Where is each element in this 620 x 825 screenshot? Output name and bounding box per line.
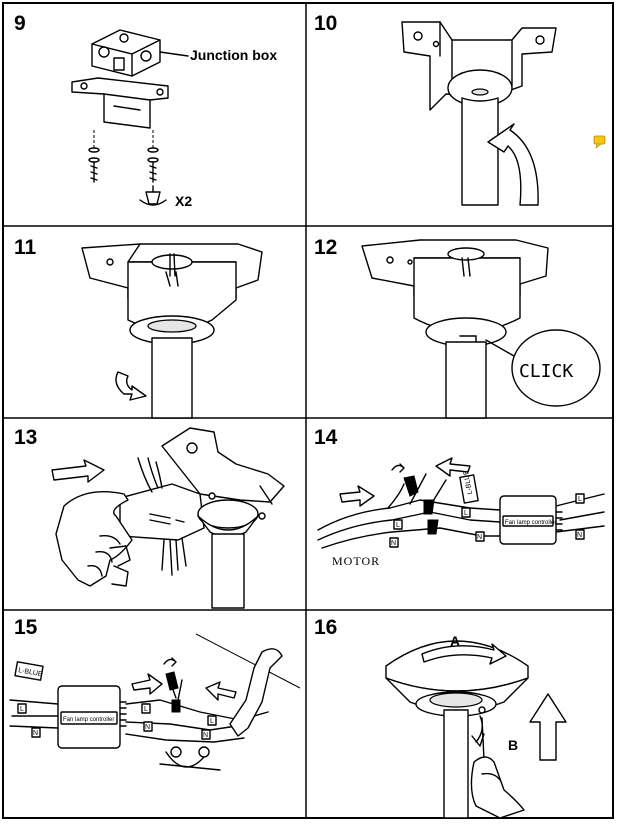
wire-tag-label: L-BLUE bbox=[463, 469, 474, 495]
push-arrow bbox=[51, 459, 105, 483]
wire-connectors bbox=[165, 671, 181, 713]
click-label: CLICK bbox=[519, 361, 573, 382]
downrod bbox=[445, 341, 487, 419]
n-tag-3 bbox=[201, 729, 211, 740]
controller-label: Fan lamp controller bbox=[63, 717, 114, 723]
n-tag-label: N bbox=[477, 534, 482, 541]
wire-bundle bbox=[317, 473, 605, 549]
downrod-ball bbox=[129, 315, 215, 345]
push-arrow bbox=[435, 457, 471, 477]
rotation-arrow bbox=[487, 123, 539, 206]
panel-12: 12 CLICK bbox=[314, 236, 601, 419]
l-tag-label: L bbox=[578, 496, 582, 503]
wire-tag-label: L-BLUE bbox=[18, 667, 44, 678]
wire-nut bbox=[139, 185, 167, 206]
canopy-housing bbox=[127, 253, 237, 331]
push-arrow bbox=[131, 673, 163, 695]
step-number-12: 12 bbox=[314, 236, 337, 259]
junction-box bbox=[91, 29, 189, 77]
n-tag-label: N bbox=[33, 730, 38, 737]
rotation-arrow-a bbox=[421, 643, 507, 665]
mounting-bracket bbox=[71, 77, 169, 129]
controller-label: Fan lamp controller bbox=[505, 520, 556, 526]
l-tag-label: L bbox=[210, 718, 214, 725]
l-tag-label: L bbox=[396, 522, 400, 529]
n-tag-2 bbox=[143, 721, 153, 732]
ceiling-bracket bbox=[401, 21, 557, 111]
downrod bbox=[151, 337, 193, 419]
panel-11: 11 bbox=[14, 236, 263, 419]
rotation-arrow bbox=[391, 463, 405, 473]
ground-bracket bbox=[159, 746, 221, 771]
l-tag-1 bbox=[393, 519, 403, 530]
motor-label: MOTOR bbox=[332, 554, 380, 568]
l-tag-label: L bbox=[20, 706, 24, 713]
hanger-hook bbox=[229, 648, 283, 737]
downrod bbox=[211, 533, 245, 609]
downrod-ball bbox=[425, 317, 507, 349]
n-tag-1 bbox=[31, 727, 41, 738]
click-callout bbox=[485, 329, 601, 407]
l-tag-3 bbox=[575, 493, 585, 504]
rotation-arrow bbox=[115, 371, 147, 401]
l-tag-2 bbox=[141, 703, 151, 714]
step-number-14: 14 bbox=[314, 426, 338, 449]
step-number-16: 16 bbox=[314, 616, 337, 639]
motor-housing bbox=[119, 483, 205, 541]
panel-grid bbox=[2, 2, 614, 819]
step-number-15: 15 bbox=[14, 616, 38, 639]
panel-9: 9 Junction box bbox=[14, 12, 277, 209]
downrod-ball bbox=[197, 499, 259, 538]
panel-15: 15 Fan lamp controller bbox=[9, 616, 301, 771]
l-tag-label: L bbox=[464, 510, 468, 517]
wire-connectors bbox=[403, 475, 439, 535]
n-tag-1 bbox=[389, 537, 399, 548]
fan-lamp-controller bbox=[57, 685, 127, 749]
junction-box-label: Junction box bbox=[190, 47, 277, 63]
n-tag-label: N bbox=[577, 532, 582, 539]
fan-wires bbox=[137, 457, 187, 576]
n-tag-label: N bbox=[145, 724, 150, 731]
l-tag-label: L bbox=[144, 706, 148, 713]
panel-14: 14 Fan lamp controller bbox=[314, 426, 605, 568]
wire-tag bbox=[459, 474, 479, 504]
step-number-13: 13 bbox=[14, 426, 37, 449]
mounting-screws bbox=[88, 130, 159, 183]
wire-tag bbox=[14, 661, 44, 681]
l-tag-1 bbox=[17, 703, 27, 714]
n-tag-label: N bbox=[391, 540, 396, 547]
hanger-bracket bbox=[161, 427, 285, 520]
n-tag-2 bbox=[475, 531, 485, 542]
step-number-10: 10 bbox=[314, 12, 337, 35]
fan-lamp-controller bbox=[499, 495, 563, 545]
downrod bbox=[443, 709, 469, 819]
l-tag-2 bbox=[461, 507, 471, 518]
quantity-label: X2 bbox=[175, 193, 192, 209]
push-arrow bbox=[339, 485, 375, 507]
ceiling-line bbox=[195, 633, 301, 689]
downrod-ball bbox=[447, 69, 513, 107]
l-tag-3 bbox=[207, 715, 217, 726]
rotation-arrow bbox=[163, 657, 177, 667]
push-up-arrow bbox=[529, 693, 567, 761]
label-a: A bbox=[450, 633, 460, 649]
n-tag-label: N bbox=[203, 732, 208, 739]
screwdriver-hand bbox=[470, 717, 525, 819]
note-icon[interactable] bbox=[593, 135, 606, 149]
panel-10: 10 bbox=[314, 12, 606, 206]
panel-16: 16 A B bbox=[314, 616, 567, 819]
step-number-11: 11 bbox=[14, 236, 37, 259]
label-b: B bbox=[508, 737, 518, 753]
downrod bbox=[461, 97, 499, 206]
panel-13: 13 bbox=[14, 426, 285, 609]
push-arrow bbox=[205, 681, 237, 701]
step-number-9: 9 bbox=[14, 12, 26, 35]
n-tag-3 bbox=[575, 529, 585, 540]
canopy-housing bbox=[413, 247, 521, 333]
hand bbox=[55, 491, 133, 587]
